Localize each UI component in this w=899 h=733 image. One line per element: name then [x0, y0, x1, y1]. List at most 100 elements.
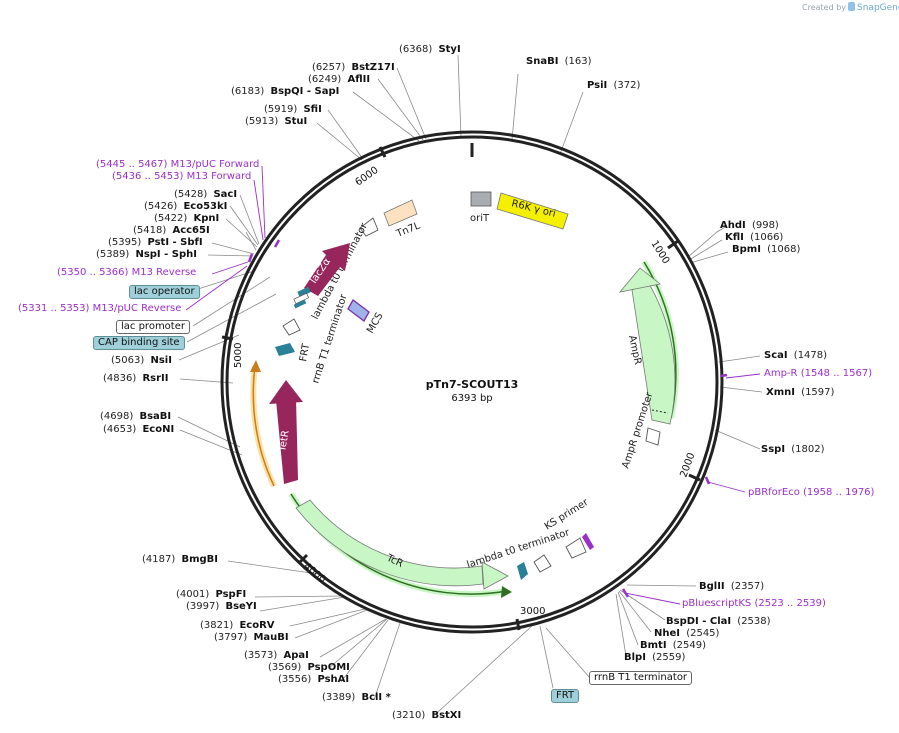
tcr-arrowhead	[481, 561, 509, 590]
enzyme-label: (4698) BsaBI	[100, 411, 172, 422]
tn7l-label: Tn7L	[394, 220, 422, 240]
tetr-orf-arc	[250, 365, 277, 488]
backbone-outer	[220, 130, 724, 634]
tn7l-feature	[383, 199, 418, 227]
primer-label: (5436 .. 5453) M13 Forward	[112, 171, 252, 182]
lac-operator-mark	[297, 286, 311, 298]
lac-operator-box: lac operator	[129, 285, 200, 299]
ampr-arrowhead	[618, 267, 661, 293]
lac-promoter-mark	[293, 292, 310, 305]
snapgene-brand: Created by SnapGene	[802, 2, 899, 13]
frt-inner-feature	[275, 343, 295, 356]
enzyme-label: ScaI (1478)	[764, 350, 828, 361]
tick-label-3000: 3000	[520, 606, 545, 617]
tetr-arrowhead	[269, 380, 303, 404]
frt-inner-label: FRT	[298, 342, 312, 363]
enzyme-label: AhdI (998)	[720, 220, 779, 231]
enzyme-label: BpmI (1068)	[732, 244, 801, 255]
tick-label-2000: 2000	[678, 451, 697, 479]
enzyme-label: (5426) Eco53kI	[144, 201, 228, 212]
brand-prefix: Created by	[802, 3, 847, 12]
connector-lines	[177, 54, 763, 713]
enzyme-label: (3573) ApaI	[244, 650, 309, 661]
scale-ticks	[221, 146, 701, 631]
enzyme-label: BspDI - ClaI (2538)	[666, 616, 771, 627]
tick-label-5000: 5000	[233, 343, 244, 368]
enzyme-label: (3821) EcoRV	[200, 620, 275, 631]
enzyme-label: (3556) PshAI	[278, 674, 350, 685]
rrnb-inner-arrow	[282, 318, 301, 336]
enzyme-label: (4001) PspFI	[176, 589, 247, 600]
enzyme-label: KflI (1066)	[725, 232, 784, 243]
enzyme-label: (4187) BmgBI	[142, 554, 218, 565]
lambda-t0-bottom-label: lambda t0 terminator	[466, 527, 572, 571]
ampr-feature	[631, 281, 676, 425]
enzyme-label: (5919) SfiI	[264, 104, 322, 115]
lambda-t0-top-arrow	[359, 217, 379, 237]
ampr-dotted-segment	[651, 409, 669, 414]
enzyme-label: BglII (2357)	[699, 581, 765, 592]
r6k-feature	[496, 192, 569, 230]
orit-feature	[470, 191, 492, 207]
enzyme-label: PsiI (372)	[587, 80, 641, 91]
enzyme-label: (4836) RsrII	[103, 373, 169, 384]
tetr-label: TetR	[277, 429, 292, 453]
tetr-orf-arrowhead	[250, 360, 261, 372]
cap-site-mark	[293, 299, 307, 309]
primer-label: (5445 .. 5467) M13/pUC Forward	[96, 159, 260, 170]
snapgene-logo-icon	[848, 2, 856, 11]
enzyme-label: SnaBI (163)	[526, 56, 592, 67]
enzyme-label: (5428) SacI	[174, 189, 238, 200]
tetr-feature	[276, 398, 298, 484]
mcs-feature	[347, 299, 370, 322]
enzyme-label: (3569) PspOMI	[268, 662, 350, 673]
lambda-t0-bottom-feature	[517, 562, 528, 580]
primer-label: pBRforEco (1958 .. 1976)	[748, 487, 875, 498]
ks-primer-mark	[582, 533, 594, 550]
frt-box: FRT	[551, 689, 580, 703]
enzyme-label: (4653) EcoNI	[103, 424, 175, 435]
backbone-inner	[225, 135, 719, 629]
enzyme-label: (5389) NspI - SphI	[96, 249, 197, 260]
lac-promoter-box: lac promoter	[116, 320, 190, 334]
plasmid-name: pTn7-SCOUT13	[426, 378, 519, 391]
tcr-orf-arrowhead	[501, 586, 512, 598]
tick-label-1000: 1000	[648, 239, 671, 266]
enzyme-label: (3797) MauBI	[214, 632, 289, 643]
enzyme-label: (5063) NsiI	[111, 355, 172, 366]
lambda-t0-bottom-arrow	[533, 554, 552, 573]
enzyme-label: BlpI (2559)	[624, 652, 686, 663]
enzyme-label: (3389) BclI *	[322, 692, 391, 703]
primer-label: pBluescriptKS (2523 .. 2539)	[682, 598, 826, 609]
ampr-promoter-arrow	[645, 427, 661, 446]
enzyme-label: (6249) AflII	[308, 74, 371, 85]
enzyme-label: NheI (2545)	[654, 628, 720, 639]
rrnb-t1-terminator-box: rrnB T1 terminator	[589, 671, 693, 685]
tick-label-4000: 4000	[301, 561, 328, 586]
plasmid-length: 6393 bp	[451, 393, 492, 404]
primer-marks	[247, 239, 728, 598]
enzyme-label: (6257) BstZ17I	[312, 62, 395, 73]
enzyme-label: (6183) BspQI - SapI	[231, 86, 340, 97]
primer-connectors	[185, 165, 761, 605]
tick-label-6000: 6000	[353, 165, 380, 189]
orit-label: oriT	[470, 213, 490, 224]
enzyme-label: (3997) BseYI	[186, 601, 257, 612]
enzyme-label: (3210) BstXI	[392, 710, 462, 721]
enzyme-label: (5422) KpnI	[154, 213, 220, 224]
primer-label: (5331 .. 5353) M13/pUC Reverse	[18, 303, 182, 314]
enzyme-label: (5913) StuI	[245, 116, 308, 127]
brand-name: SnapGene	[857, 3, 899, 13]
enzyme-label: (6368) StyI	[399, 44, 461, 55]
enzyme-label: BmtI (2549)	[640, 640, 706, 651]
primer-label: (5350 .. 5366) M13 Reverse	[57, 267, 197, 278]
cap-binding-site-box: CAP binding site	[93, 336, 185, 350]
tcr-feature	[295, 499, 484, 587]
enzyme-label: SspI (1802)	[761, 444, 825, 455]
primer-label: Amp-R (1548 .. 1567)	[764, 368, 873, 379]
enzyme-label: XmnI (1597)	[766, 387, 835, 398]
enzyme-label: (5418) Acc65I	[133, 225, 210, 236]
enzyme-label: (5395) PstI - SbfI	[108, 237, 203, 248]
ks-primer-arrow	[565, 537, 587, 559]
